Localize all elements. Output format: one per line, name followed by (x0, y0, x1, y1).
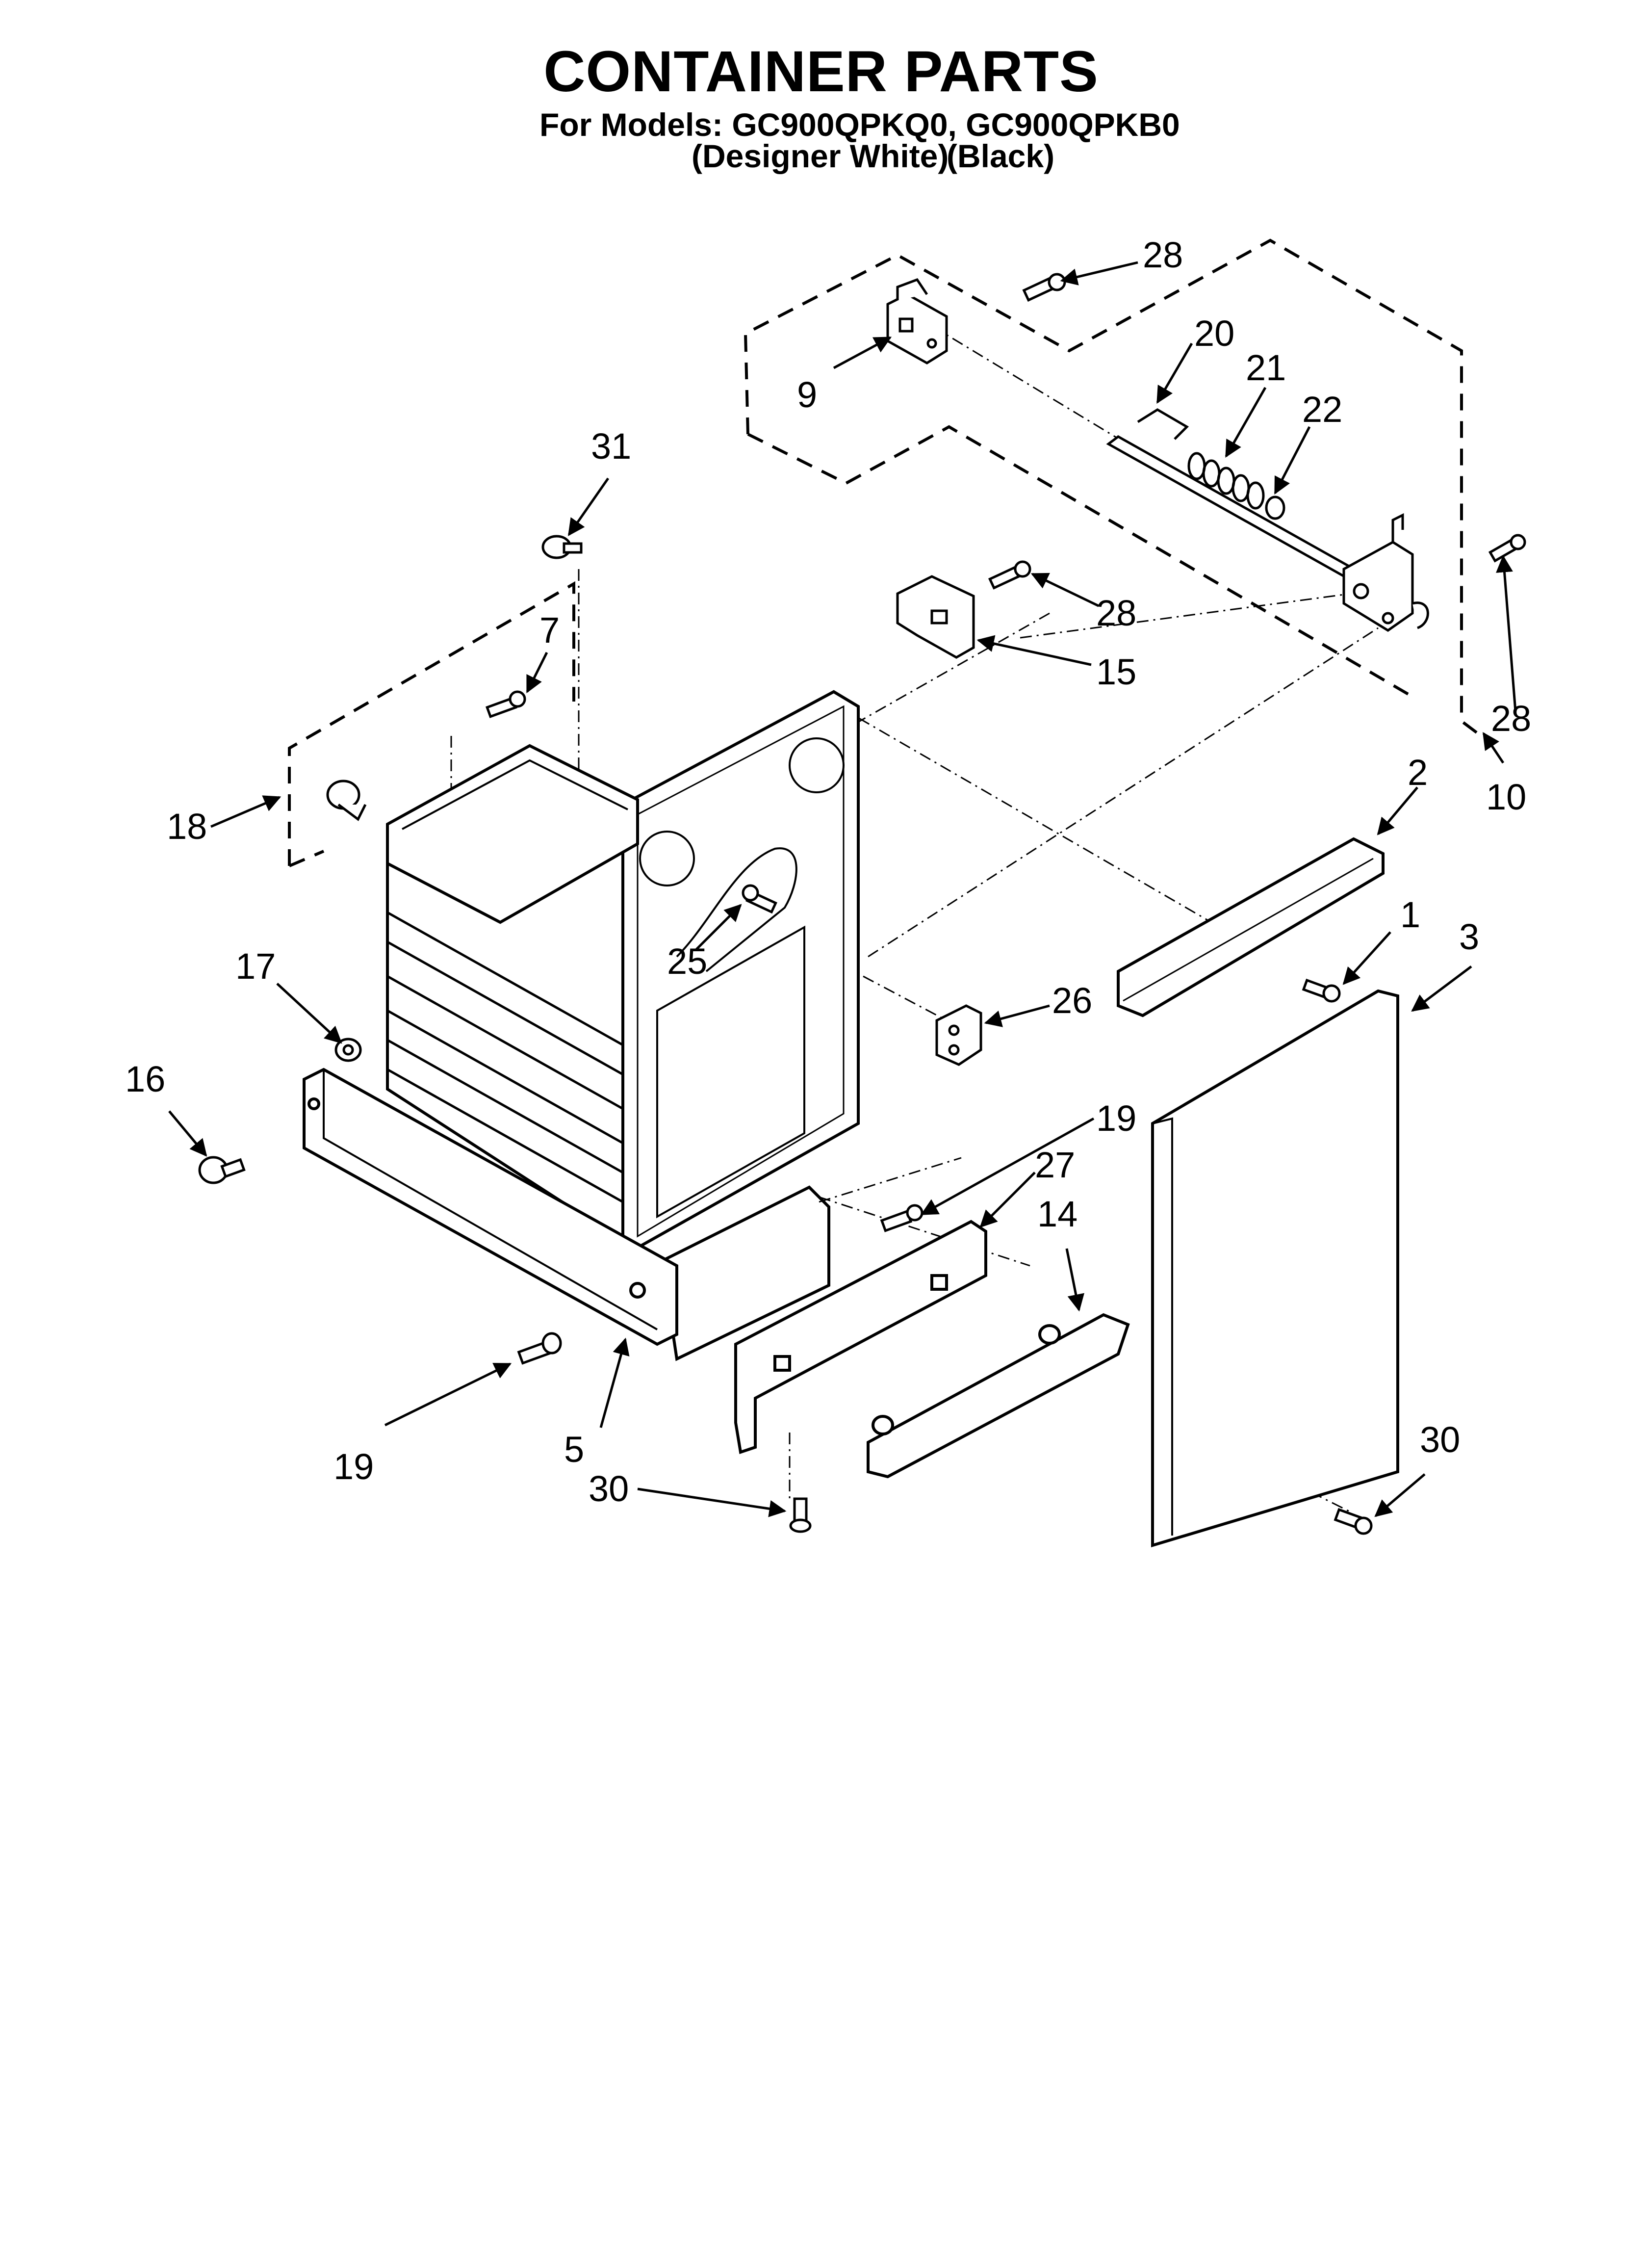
callout-10: 10 (1486, 777, 1526, 817)
callout-7: 7 (539, 610, 560, 651)
part-25-screw (742, 884, 777, 914)
part-18-cap (326, 780, 367, 821)
callout-30-right: 30 (1420, 1419, 1460, 1460)
part-19-screw-right (880, 1204, 924, 1232)
variant-black: (Black) (947, 138, 1055, 174)
callout-2: 2 (1408, 752, 1428, 793)
part-15-latch (896, 575, 975, 659)
part-28-screw-top (1022, 273, 1066, 302)
part-10-rod-assembly (1106, 408, 1429, 632)
callout-31: 31 (591, 426, 631, 467)
part-30-screw-bottom (789, 1497, 812, 1533)
callout-26: 26 (1052, 980, 1092, 1021)
callout-5: 5 (564, 1429, 584, 1470)
callout-15: 15 (1096, 652, 1136, 692)
callout-3: 3 (1459, 916, 1479, 957)
callout-28-right: 28 (1491, 698, 1531, 739)
models-list: GC900QPKQ0, GC900QPKB0 (732, 106, 1180, 143)
callout-17: 17 (235, 946, 276, 987)
part-5-base-rail (303, 1068, 678, 1346)
alignment-lines (450, 313, 1388, 1512)
part-21-spring (1187, 452, 1265, 510)
callout-19-left: 19 (334, 1446, 374, 1487)
callout-28-top: 28 (1143, 235, 1183, 275)
part-2-top-trim (1117, 837, 1385, 1017)
part-30-screw-right (1334, 1508, 1373, 1535)
page-title: CONTAINER PARTS (543, 39, 1099, 104)
part-26-hinge (935, 1004, 982, 1066)
callout-14: 14 (1037, 1194, 1078, 1234)
callout-16: 16 (125, 1059, 165, 1099)
callout-9: 9 (797, 374, 817, 415)
fasteners (198, 273, 1526, 1535)
callout-labels: 28 9 20 21 22 31 28 15 7 28 10 18 2 1 3 … (125, 235, 1531, 1509)
callout-19-right: 19 (1096, 1098, 1136, 1139)
part-1-screw (1302, 978, 1341, 1003)
models-line: For Models: GC900QPKQ0, GC900QPKB0 (539, 106, 1180, 143)
part-17-nut (334, 1038, 362, 1062)
part-14-drawer-handle (867, 1313, 1130, 1479)
callout-28-mid: 28 (1096, 593, 1136, 633)
part-28-screw-right (1488, 534, 1526, 563)
part-27-drawer-front (734, 1220, 987, 1454)
part-9-hinge-bracket (886, 278, 948, 365)
callout-27: 27 (1035, 1145, 1075, 1185)
callout-21: 21 (1246, 347, 1286, 388)
callout-22: 22 (1302, 389, 1342, 430)
part-31-screw (541, 535, 583, 559)
models-prefix: For Models: (539, 106, 723, 143)
callout-30-bottom: 30 (589, 1468, 629, 1509)
part-3-side-panel (1151, 989, 1399, 1548)
dashed-group-top (744, 238, 1482, 737)
callout-leaders (168, 261, 1517, 1517)
callout-25: 25 (667, 941, 707, 982)
dashed-group-left (288, 581, 575, 867)
part-22-clip (1265, 495, 1285, 520)
part-16-screw (198, 1156, 246, 1184)
part-7-screw (486, 690, 526, 718)
part-28-screw-mid (988, 560, 1031, 590)
page-header: CONTAINER PARTS For Models: GC900QPKQ0, … (0, 0, 1642, 186)
callout-20: 20 (1194, 313, 1234, 354)
variant-designer-white: (Designer White) (692, 138, 949, 174)
part-19-screw-left (517, 1332, 562, 1365)
callout-1: 1 (1400, 894, 1420, 935)
part-container-body (386, 690, 860, 1361)
callout-18: 18 (167, 806, 207, 847)
